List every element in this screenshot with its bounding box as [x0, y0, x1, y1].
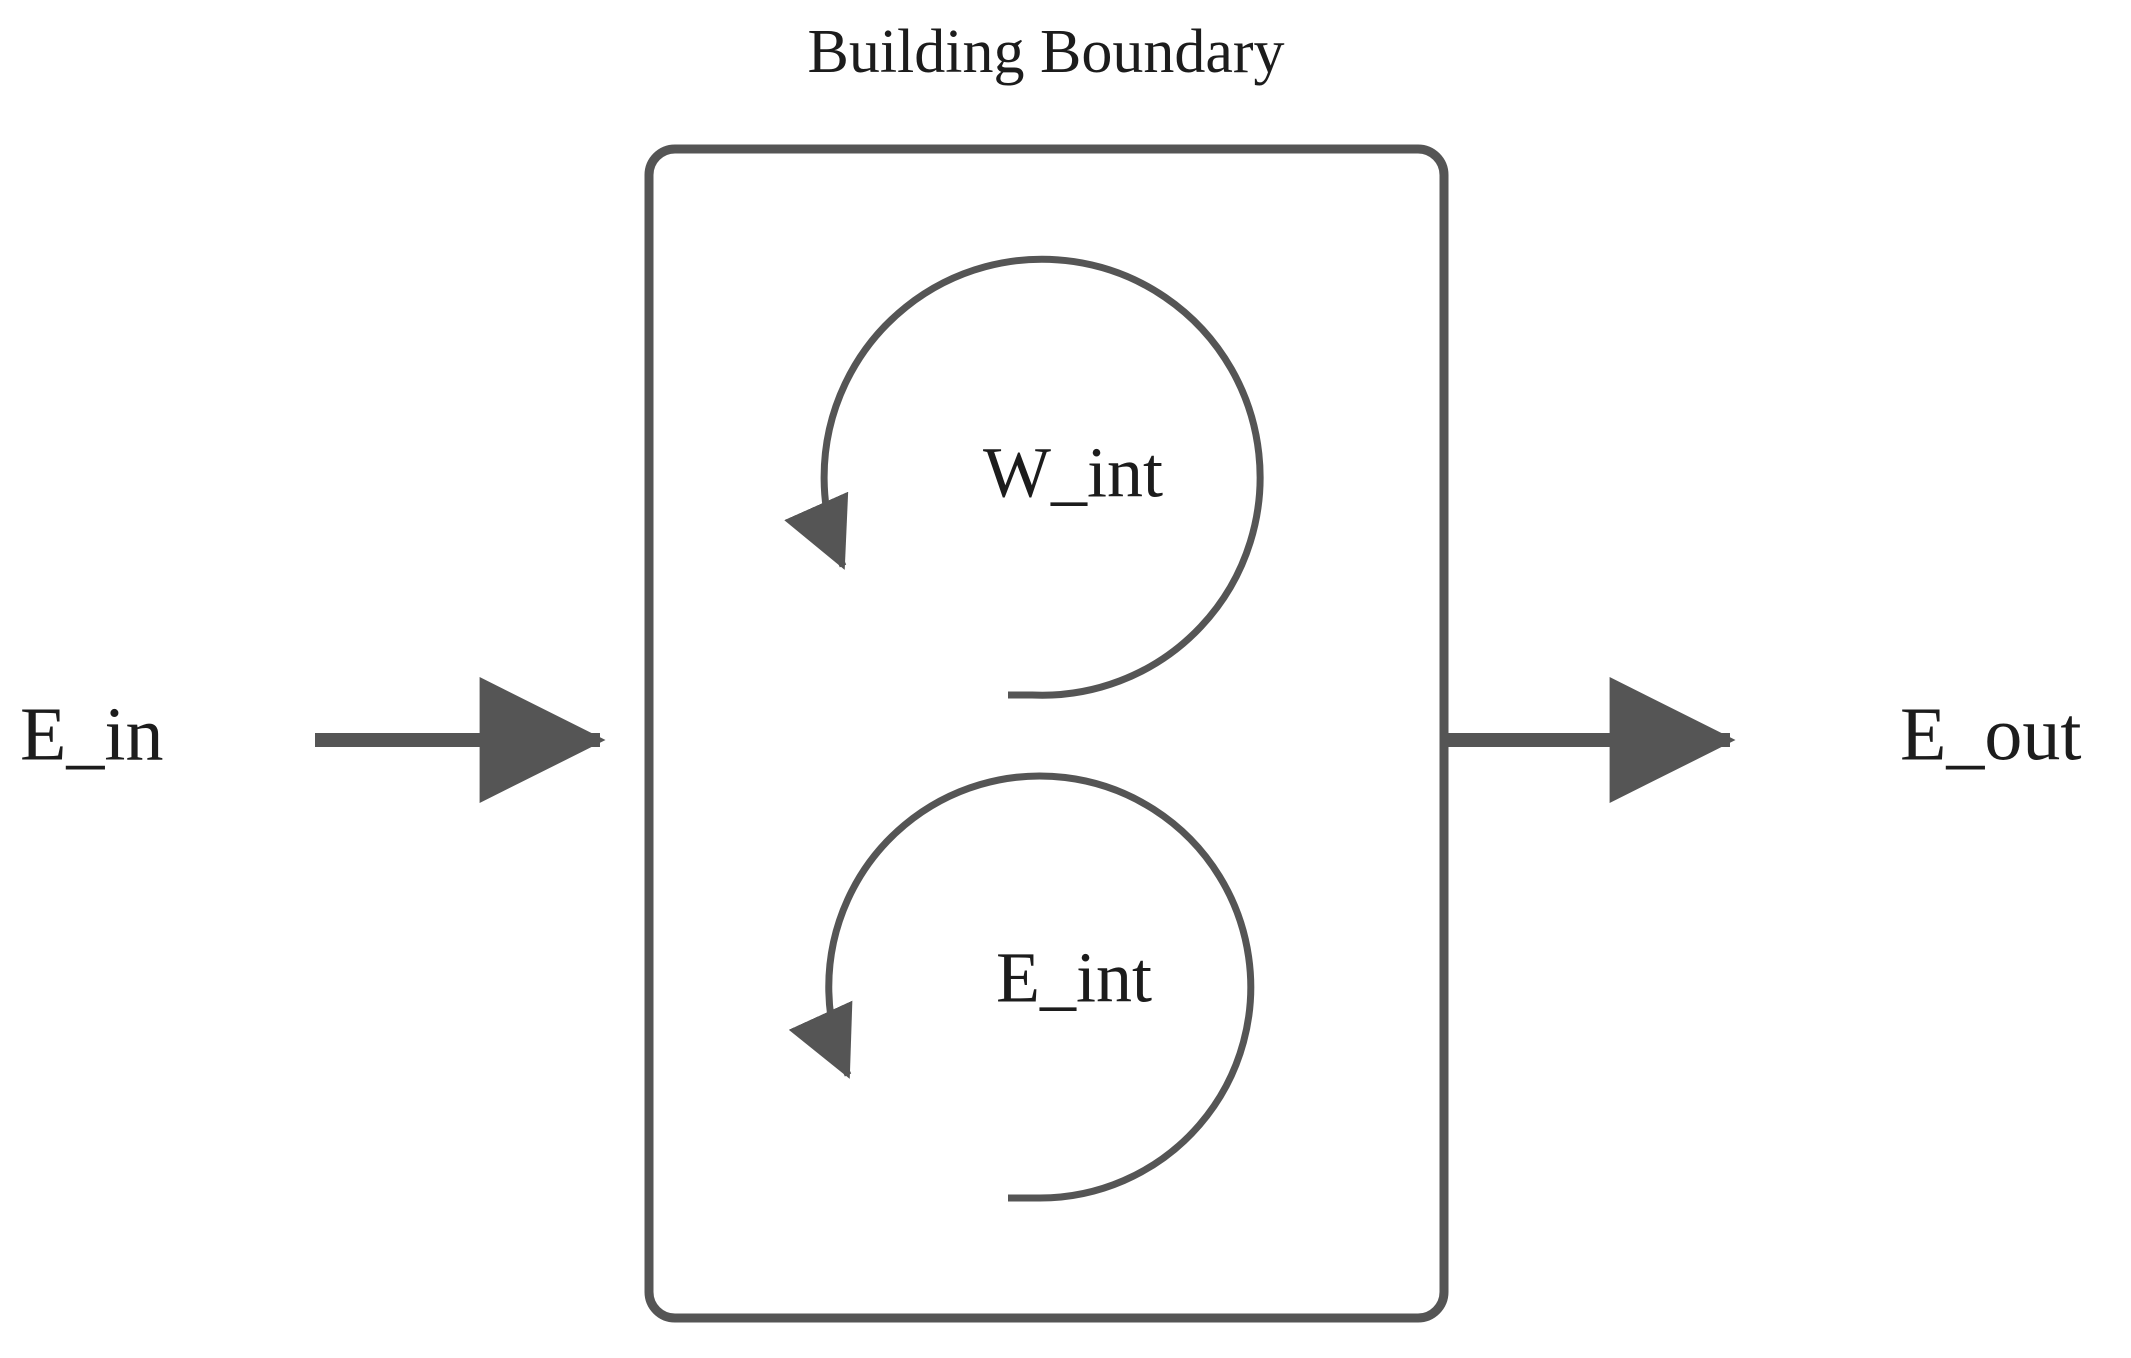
energy-out-label: E_out [1900, 692, 2082, 776]
energy-in-label: E_in [20, 692, 164, 776]
building-boundary-rect [644, 144, 1449, 1323]
internal-work-label: W_int [983, 433, 1163, 513]
internal-work-loop-arrow [784, 255, 1264, 699]
internal-energy-loop-arrow [788, 772, 1255, 1202]
diagram-title: Building Boundary [807, 18, 1284, 86]
internal-energy-label: E_int [996, 938, 1152, 1018]
